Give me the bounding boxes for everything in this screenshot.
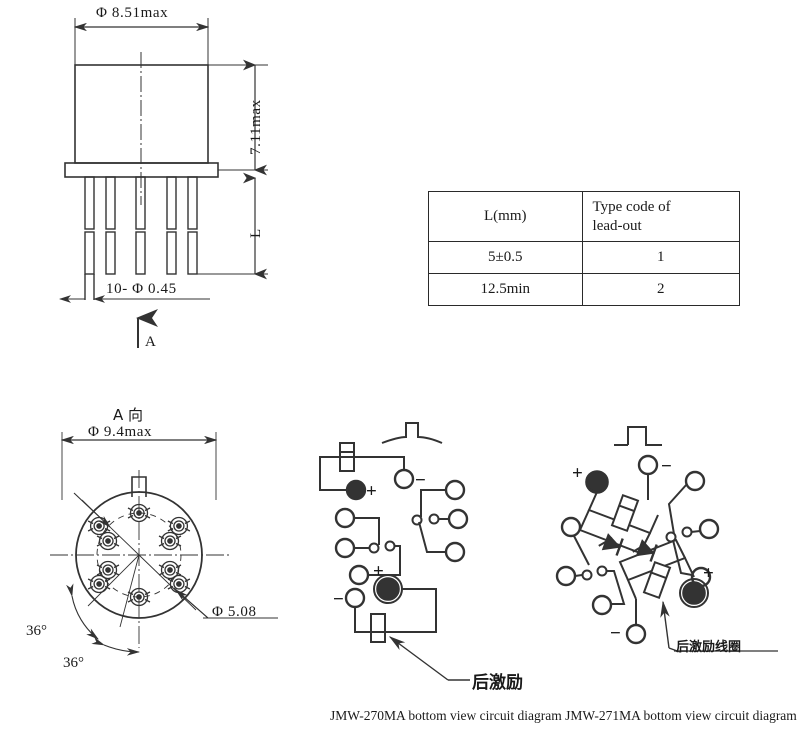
- table-header-type-code: Type code of lead-out: [581, 191, 741, 242]
- view-arrow-label-a: A: [145, 334, 156, 350]
- polarity-minus-bottom-271: −: [610, 623, 621, 644]
- table-row: 12.5min 2: [428, 273, 741, 306]
- dim-label-outer-diameter: Φ 8.51max: [96, 5, 169, 21]
- circuit-270ma-geometry: [319, 422, 470, 681]
- table-header-length: L(mm): [428, 191, 583, 242]
- bottom-view-geometry: [50, 432, 278, 656]
- lead-out-table: L(mm) Type code of lead-out 5±0.5 1 12.5…: [428, 191, 741, 306]
- polarity-plus-bottom-271: +: [703, 563, 714, 584]
- dim-label-lead-length: L: [248, 228, 264, 238]
- polarity-minus-bottom-270: −: [333, 589, 344, 610]
- dim-label-body-diameter: Φ 9.4max: [88, 424, 153, 440]
- dim-label-pin-circle: Φ 5.08: [212, 604, 257, 620]
- table-cell-length: 12.5min: [428, 273, 583, 306]
- table-row: 5±0.5 1: [428, 241, 741, 274]
- coil-note-271: 后激励线圈: [676, 640, 742, 655]
- diagram-caption: JMW-270MA bottom view circuit diagram JM…: [330, 708, 797, 723]
- polarity-minus-top-271: −: [661, 456, 672, 477]
- dim-label-height: 7.11max: [248, 99, 264, 155]
- dim-label-pin-diameter: 10- Φ 0.45: [106, 281, 177, 297]
- table-header-type-code-line2: lead-out: [592, 217, 642, 234]
- polarity-plus-top-271: +: [572, 463, 583, 484]
- table-cell-length: 5±0.5: [428, 241, 583, 274]
- table-header-type-code-line1: Type code of: [592, 198, 671, 215]
- side-view-geometry: [58, 18, 268, 348]
- coil-note-270: 后激励: [472, 673, 523, 693]
- bottom-view-title: A 向: [113, 406, 144, 424]
- circuit-271ma-geometry: [555, 426, 778, 653]
- polarity-plus-bottom-270: +: [373, 561, 384, 582]
- angle-label-36-inner: 36°: [63, 655, 84, 671]
- angle-label-36-outer: 36°: [26, 623, 47, 639]
- polarity-plus-top-270: +: [366, 481, 377, 502]
- table-header-row: L(mm) Type code of lead-out: [428, 191, 741, 242]
- polarity-minus-top-270: −: [415, 470, 426, 491]
- table-cell-code: 1: [581, 241, 741, 274]
- table-cell-code: 2: [581, 273, 741, 306]
